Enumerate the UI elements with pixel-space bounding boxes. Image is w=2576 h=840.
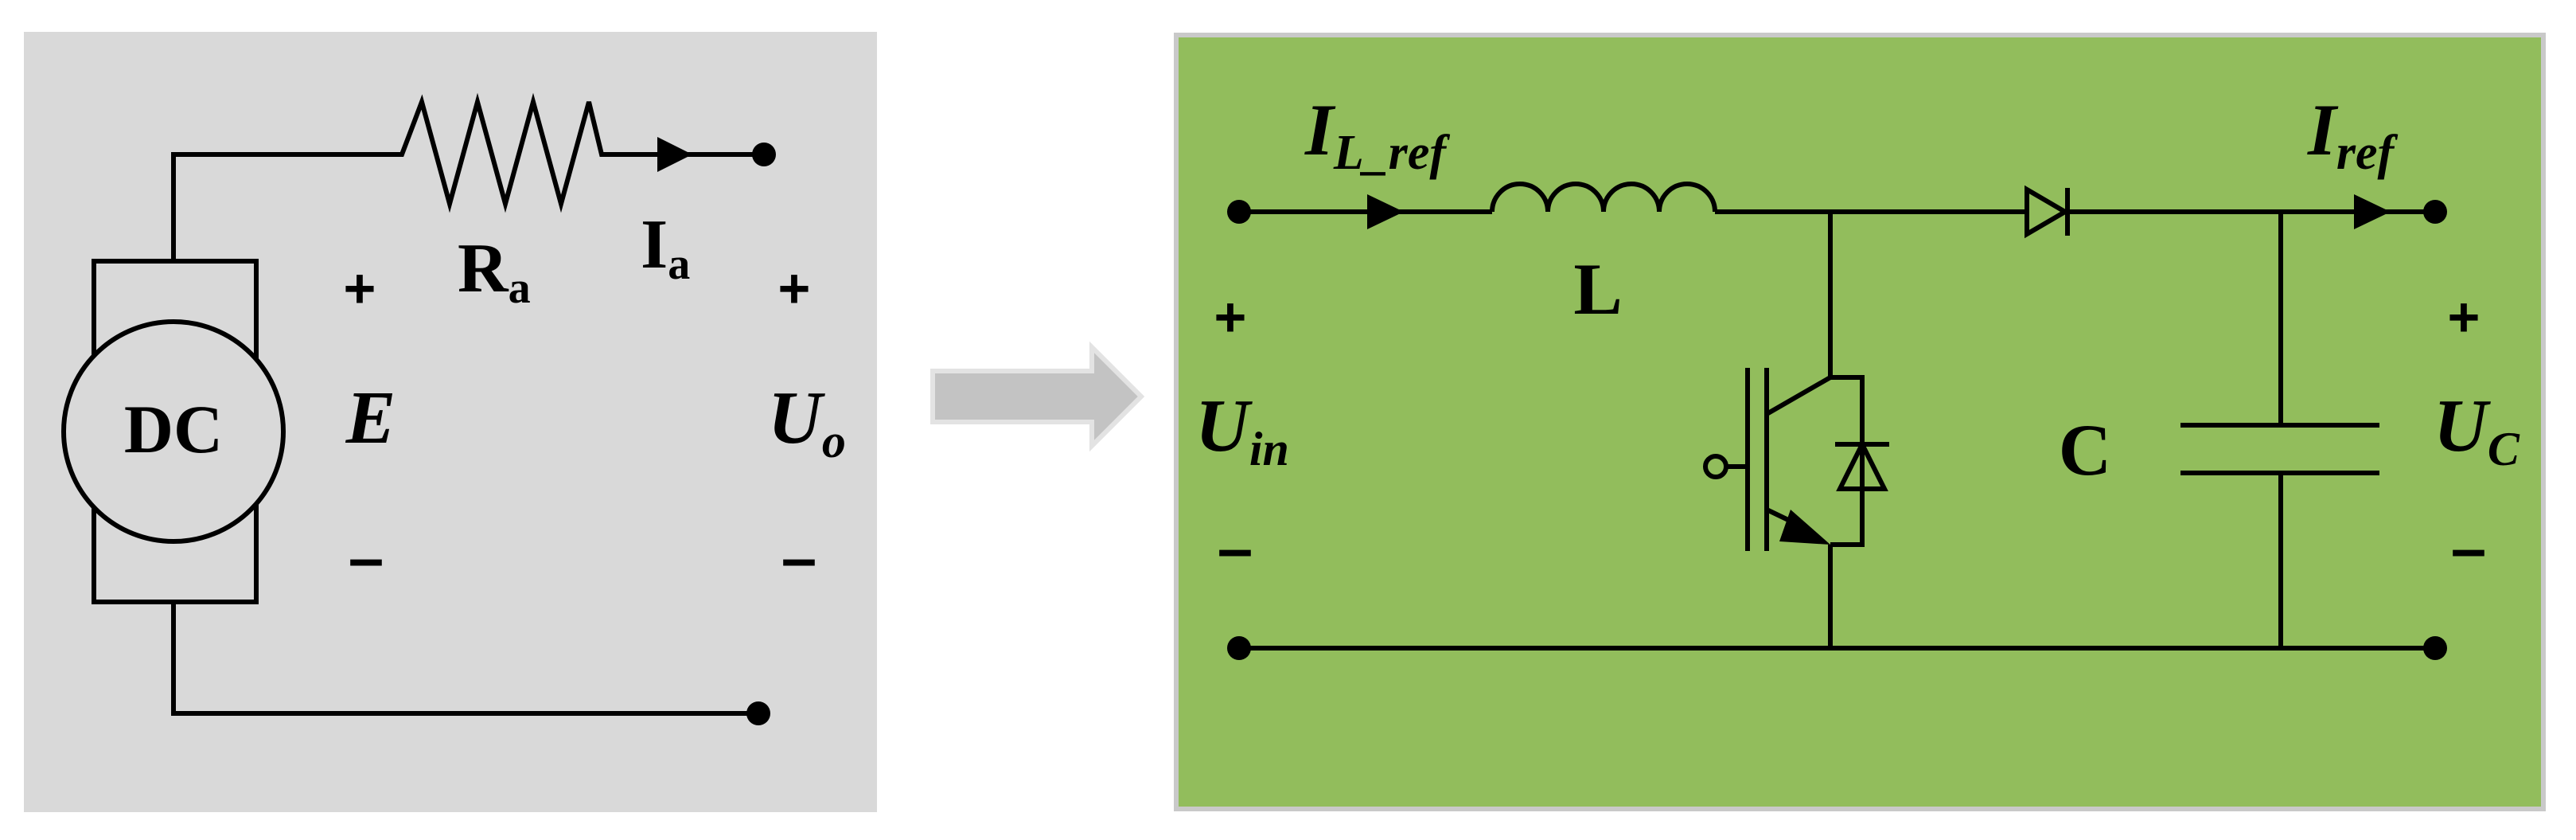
motor-armature-circle [61, 319, 286, 544]
freewheel-diode [1836, 439, 1888, 491]
transition-arrow [930, 341, 1145, 452]
emf-label: E [345, 377, 396, 459]
left-top-wire [171, 92, 762, 261]
input-current-arrow [1367, 194, 1404, 229]
armature-current-label: Ia [641, 206, 690, 289]
series-diode [2025, 185, 2070, 239]
emf-minus-sign: – [349, 522, 384, 593]
input-current-label: IL_ref [1304, 89, 1450, 180]
inductor-label: L [1573, 248, 1622, 330]
igbt-switch [1703, 212, 1889, 648]
input-voltage-label: Uin [1195, 385, 1289, 475]
igbt-gate-terminal [1703, 454, 1728, 479]
output-current-arrow [2354, 194, 2391, 229]
output-plus-sign: + [778, 257, 811, 319]
freewheel-diode-wires [1830, 375, 1865, 547]
emf-plus-sign: + [344, 257, 376, 319]
output-plus-sign-right: + [2448, 286, 2481, 348]
armature-current-arrow [657, 137, 692, 172]
inductor-coil [1490, 182, 1717, 213]
output-top-terminal [2423, 200, 2447, 224]
input-minus-sign: – [1218, 513, 1253, 584]
left-bottom-wire [171, 602, 758, 716]
input-plus-sign: + [1214, 286, 1247, 348]
boost-converter-panel: IL_ref L Iref + Uin – C + UC – [1174, 33, 2546, 811]
output-voltage-label-right: UC [2434, 385, 2520, 475]
left-bottom-terminal [746, 701, 770, 725]
capacitor-label: C [2059, 409, 2111, 490]
motor-label: DC [124, 391, 223, 467]
output-current-label: Iref [2307, 89, 2398, 180]
output-minus-sign-right: – [2451, 513, 2487, 584]
output-minus-sign: – [781, 522, 817, 593]
dc-motor-panel: DC Ra Ia + E – + Uo – [24, 32, 877, 812]
igbt-emitter-arrow [1779, 510, 1830, 545]
output-voltage-label: Uo [768, 377, 846, 467]
resistor-label: Ra [458, 230, 531, 313]
input-top-terminal [1227, 200, 1251, 224]
left-top-terminal [752, 143, 776, 166]
